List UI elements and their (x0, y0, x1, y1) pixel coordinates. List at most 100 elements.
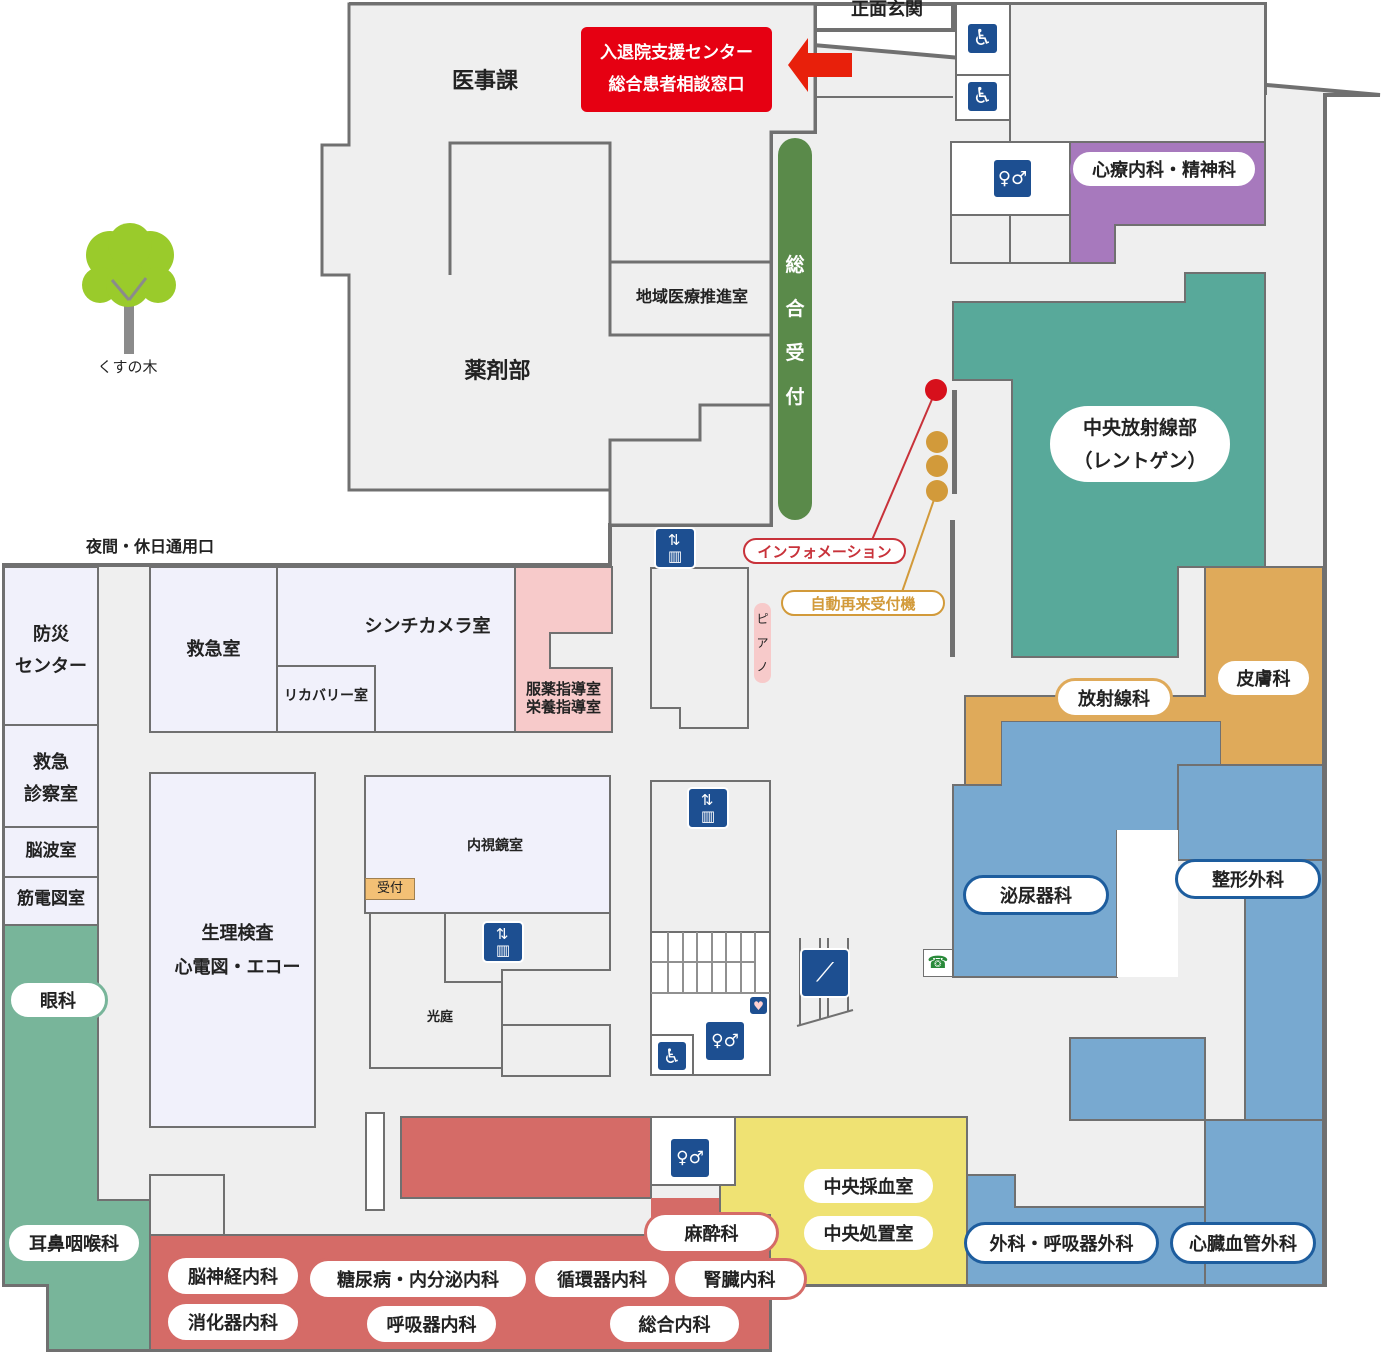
auto-reception-machine (926, 480, 948, 502)
dept-dermatology[interactable]: 皮膚科 (1215, 658, 1312, 698)
dept-ent[interactable]: 耳鼻咽喉科 (6, 1222, 142, 1264)
recovery-room-label: リカバリー室 (284, 688, 368, 704)
inner-wall (369, 913, 611, 1069)
label-line: 服薬指導室 (525, 680, 601, 698)
information-marker (925, 379, 947, 401)
label-line: 診察室 (24, 784, 78, 805)
piano-char: ピ (756, 612, 769, 626)
piano-label: ピ ア ノ (754, 607, 771, 679)
light-court-label: 光庭 (426, 1010, 453, 1025)
auto-reception-machine (926, 455, 948, 477)
room-gray (501, 1024, 611, 1077)
label-line: 中央放射線部 (1082, 417, 1197, 439)
room-outline (365, 1112, 385, 1211)
white-cutout (1117, 830, 1178, 977)
disaster-center-label: 防災センター (4, 619, 98, 683)
dept-orthopedics[interactable]: 整形外科 (1175, 859, 1321, 899)
inner-wall (608, 403, 771, 490)
dept-radiology-center[interactable]: 中央放射線部 （レントゲン） (1047, 403, 1233, 485)
dept-cardiology[interactable]: 循環器内科 (532, 1258, 672, 1300)
zone-pharmacy-guidance (514, 566, 613, 733)
label-line: 生理検査 (201, 923, 274, 944)
label-line: （レントゲン） (1073, 450, 1207, 472)
dept-ophthalmology[interactable]: 眼科 (8, 980, 108, 1020)
room-gray (1009, 3, 1266, 143)
dept-neurology[interactable]: 脳神経内科 (165, 1255, 301, 1297)
admission-support-center-sign[interactable]: 入退院支援センター 総合患者相談窓口 (581, 27, 772, 112)
tree-label: くすの木 (97, 358, 158, 376)
room-outline (1009, 214, 1071, 264)
reception-tag: 受付 (365, 878, 415, 900)
emg-room-label: 筋電図室 (17, 889, 85, 909)
dept-respiratory-medicine[interactable]: 呼吸器内科 (364, 1303, 499, 1345)
dept-general-internal-medicine[interactable]: 総合内科 (607, 1303, 742, 1345)
reception-char: 付 (785, 386, 805, 408)
escalator-icon: ⟋ (800, 948, 850, 998)
scintillation-camera-room-label: シンチカメラ室 (364, 616, 491, 637)
eeg-room-label: 脳波室 (25, 841, 77, 861)
physiological-testing-label: 生理検査心電図・エコー (150, 917, 325, 985)
label-line: 栄養指導室 (525, 698, 601, 716)
elevator-icon: ⇅▥ (687, 787, 729, 829)
dept-nephrology[interactable]: 腎臓内科 (672, 1258, 807, 1300)
auto-reception-leader-line (901, 490, 938, 593)
aed-icon: ♥ (748, 995, 769, 1016)
dept-urology[interactable]: 泌尿器科 (963, 875, 1109, 915)
label-line: 救急 (33, 752, 69, 773)
dept-diabetes-endocrinology[interactable]: 糖尿病・内分泌内科 (307, 1258, 529, 1300)
piano (754, 603, 771, 683)
dept-blood-collection[interactable]: 中央採血室 (801, 1166, 936, 1206)
label-line: 心電図・エコー (174, 957, 301, 978)
dept-cardiovascular-surgery[interactable]: 心臓血管外科 (1170, 1222, 1316, 1264)
inner-wall (444, 913, 502, 983)
patient-consultation-label: 総合患者相談窓口 (608, 75, 745, 95)
pharmacy-label: 薬剤部 (464, 359, 531, 384)
restroom-icon: ♀♂ (669, 1137, 711, 1179)
wheelchair-icon: ♿ (656, 1040, 688, 1072)
elevator-icon: ⇅▥ (482, 921, 524, 963)
dept-radiology[interactable]: 放射線科 (1055, 678, 1173, 718)
room-outline (950, 214, 1011, 264)
restroom-icon: ♀♂ (704, 1020, 746, 1062)
general-reception-label: 総 合 受 付 (778, 243, 812, 419)
dept-treatment-room[interactable]: 中央処置室 (801, 1213, 936, 1253)
room-gray (149, 1174, 225, 1236)
accessible-toilet-icon: ♿ (966, 80, 999, 113)
phone-icon: ☎ (923, 949, 953, 977)
reception-char: 総 (785, 254, 805, 276)
info-leader-line (871, 389, 937, 541)
emergency-exam-label: 救急診察室 (4, 747, 98, 811)
auto-reception-machine (926, 431, 948, 453)
white-mask (0, 492, 606, 562)
auto-reception-label[interactable]: 自動再来受付機 (781, 590, 945, 616)
elevator-icon: ⇅▥ (654, 527, 696, 569)
endoscopy-room-label: 内視鏡室 (467, 838, 523, 854)
stair-steps (651, 932, 770, 994)
regional-medical-office-label: 地域医療推進室 (635, 287, 748, 306)
room-gray (650, 567, 749, 729)
zone-internal-upper (400, 1116, 652, 1199)
dept-surgery[interactable]: 外科・呼吸器外科 (964, 1222, 1159, 1264)
reception-char: 合 (785, 298, 805, 320)
label-line: センター (15, 656, 87, 677)
information-label[interactable]: インフォメーション (743, 538, 906, 564)
restroom-icon: ♀♂ (992, 158, 1033, 199)
phone-wall (950, 520, 955, 657)
admission-support-label: 入退院支援センター (600, 43, 753, 63)
medication-guidance-label: 服薬指導室栄養指導室 (515, 680, 612, 716)
emergency-room-label: 救急室 (186, 639, 241, 660)
piano-char: ノ (756, 660, 769, 674)
main-entrance-label: 正面玄関 (851, 0, 923, 20)
camphor-tree-icon (82, 223, 176, 354)
dept-anesthesiology[interactable]: 麻酔科 (644, 1212, 779, 1254)
arrow-icon (788, 38, 852, 92)
piano-char: ア (756, 636, 769, 650)
wheelchair-icon: ♿ (966, 22, 999, 55)
reception-char: 受 (785, 342, 805, 364)
dept-gastroenterology[interactable]: 消化器内科 (165, 1301, 301, 1343)
label-line: 防災 (33, 624, 69, 645)
dept-psychiatry[interactable]: 心療内科・精神科 (1070, 149, 1258, 189)
medical-affairs-label: 医事課 (451, 69, 518, 94)
inner-wall (448, 141, 771, 337)
night-entrance-label: 夜間・休日通用口 (85, 537, 214, 556)
